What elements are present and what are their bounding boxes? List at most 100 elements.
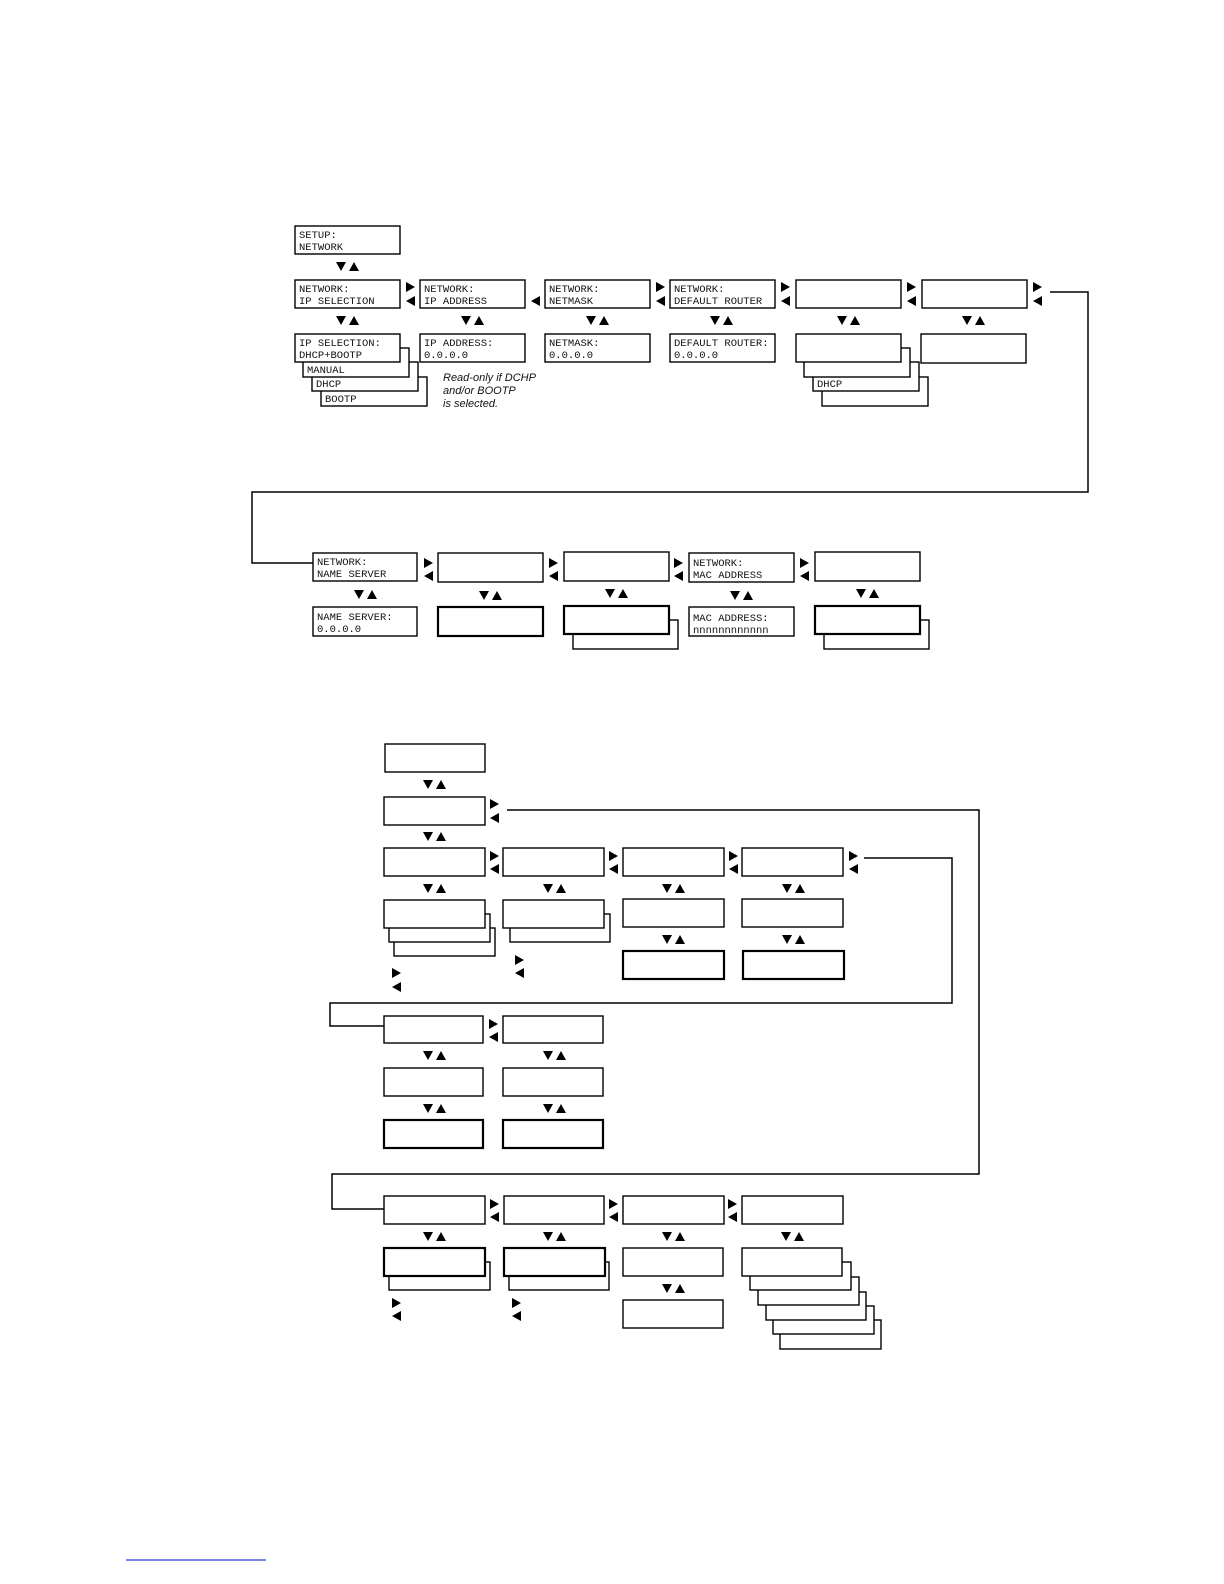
name-server-value-line2: 0.0.0.0: [317, 624, 361, 636]
row2-0-line2: NAME SERVER: [317, 569, 387, 581]
up-down-arrows-icon: [710, 316, 733, 325]
right-left-arrows-icon: [489, 1019, 498, 1042]
bottom-row-c-sub-3: [622, 1299, 724, 1329]
up-down-arrows-icon: [782, 884, 805, 893]
connector-line: [329, 857, 953, 1027]
up-down-arrows-icon: [662, 1232, 685, 1241]
right-left-arrows-icon: [800, 558, 809, 581]
right-left-arrows-icon: [549, 558, 558, 581]
up-down-arrows-icon: [461, 316, 484, 325]
ip-selection-value-line1: IP SELECTION:: [299, 338, 381, 350]
row2-col5-value-stack: [813, 604, 930, 650]
row1-3-line1: NETWORK:: [674, 284, 724, 296]
up-down-arrows-icon: [423, 1104, 446, 1113]
bottom-row-c-box-1: [383, 1195, 486, 1225]
bottom-row-b-box-1: [383, 1015, 484, 1044]
right-left-arrows-icon: [674, 558, 683, 581]
up-down-arrows-icon: [662, 884, 685, 893]
connector-line: [251, 291, 1089, 564]
netmask-value-box: NETMASK: 0.0.0.0: [544, 333, 651, 363]
up-down-arrows-icon: [586, 316, 609, 325]
default-router-value-line2: 0.0.0.0: [674, 350, 718, 362]
ip-address-value-line2: 0.0.0.0: [424, 350, 468, 362]
connector-line: [331, 809, 980, 1210]
network-name-server-box: NETWORK: NAME SERVER: [312, 552, 418, 582]
right-left-arrows-icon: [512, 1298, 521, 1321]
right-left-arrows-icon: [1033, 282, 1042, 306]
bottom-row-a-box-4: [741, 847, 844, 877]
network-ip-address-box: NETWORK: IP ADDRESS: [419, 279, 526, 309]
bottom-row-a-value-3: [622, 898, 725, 928]
row2-blank-box-2: [437, 552, 544, 583]
ip-selection-option-stack: IP SELECTION: DHCP+BOOTP MANUAL DHCP BOO…: [294, 333, 428, 407]
up-down-arrows-icon: [662, 1284, 685, 1293]
up-down-arrows-icon: [837, 316, 860, 325]
setup-line2: NETWORK: [299, 242, 344, 254]
bottom-root-box: [384, 743, 486, 773]
bottom-row-b-sub-2: [501, 1118, 605, 1150]
row1-blank-box-5: [795, 279, 902, 309]
bottom-row-b-value-2: [502, 1067, 604, 1097]
setup-line1: SETUP:: [299, 230, 337, 242]
bottom-row-c-stack-4: [741, 1247, 882, 1350]
row2-col2-value-box: [436, 605, 545, 638]
row2-blank-box-5: [814, 551, 921, 582]
bottom-row-c-box-2: [503, 1195, 605, 1225]
up-down-arrows-icon: [856, 589, 879, 598]
up-down-arrows-icon: [479, 591, 502, 600]
note-line-1: Read-only if DCHP: [443, 372, 537, 384]
network-default-router-box: NETWORK: DEFAULT ROUTER: [669, 279, 776, 309]
row1-2-line1: NETWORK:: [549, 284, 599, 296]
up-down-arrows-icon: [423, 884, 446, 893]
right-left-arrows-icon: [656, 282, 665, 306]
row2-col3-value-stack: [562, 604, 679, 650]
bottom-row-a-box-3: [622, 847, 725, 877]
right-left-arrows-icon: [490, 799, 499, 823]
up-down-arrows-icon: [781, 1232, 804, 1241]
bottom-row-a-value-4: [741, 898, 844, 928]
row1-1-line2: IP ADDRESS: [424, 296, 487, 308]
bottom-row-a-sub-4: [741, 949, 846, 981]
up-down-arrows-icon: [336, 316, 359, 325]
right-left-arrows-icon: [907, 282, 916, 306]
up-down-arrows-icon: [543, 884, 566, 893]
bottom-level2-box: [383, 796, 486, 826]
mac-address-value-box: MAC ADDRESS: nnnnnnnnnnnn: [688, 606, 795, 637]
row1-2-line2: NETMASK: [549, 296, 594, 308]
up-down-arrows-icon: [543, 1104, 566, 1113]
read-only-note: Read-only if DCHP and/or BOOTP is select…: [443, 372, 537, 410]
network-netmask-box: NETWORK: NETMASK: [544, 279, 651, 309]
up-down-arrows-icon: [423, 832, 446, 841]
right-left-arrows-icon: [728, 1199, 737, 1222]
up-down-arrows-icon: [336, 262, 359, 271]
note-line-2: and/or BOOTP: [443, 385, 516, 397]
setup-network-box: SETUP: NETWORK: [294, 225, 401, 255]
ip-option-bootp: BOOTP: [325, 394, 357, 406]
right-left-arrows-icon: [424, 558, 433, 581]
ip-address-value-box: IP ADDRESS: 0.0.0.0: [419, 333, 526, 363]
note-line-3: is selected.: [443, 398, 498, 410]
mac-address-value-line2: nnnnnnnnnnnn: [693, 625, 769, 637]
up-down-arrows-icon: [962, 316, 985, 325]
right-left-arrows-icon: [406, 282, 415, 306]
netmask-value-line2: 0.0.0.0: [549, 350, 593, 362]
bottom-row-b-sub-1: [382, 1118, 485, 1150]
row2-0-line1: NETWORK:: [317, 557, 367, 569]
left-arrow-icon: [531, 296, 540, 306]
network-ip-selection-box: NETWORK: IP SELECTION: [294, 279, 401, 309]
network-mac-address-box: NETWORK: MAC ADDRESS: [688, 552, 795, 583]
right-left-arrows-icon: [490, 1199, 499, 1222]
bottom-row-b-box-2: [502, 1015, 604, 1044]
row2-3-line1: NETWORK:: [693, 558, 743, 570]
row1-col6-value-box: [920, 333, 1027, 364]
row1-col5-option-stack: DHCP: [795, 333, 929, 407]
default-router-value-box: DEFAULT ROUTER: 0.0.0.0: [669, 333, 776, 363]
up-down-arrows-icon: [354, 590, 377, 599]
right-left-arrows-icon: [609, 1199, 618, 1222]
row1-col5-option-dhcp: DHCP: [817, 379, 842, 391]
bottom-row-a-box-2: [502, 847, 605, 877]
right-left-arrows-icon: [392, 1298, 401, 1321]
up-down-arrows-icon: [782, 935, 805, 944]
bottom-row-c-value-3: [622, 1247, 724, 1277]
bottom-row-b-value-1: [383, 1067, 484, 1097]
